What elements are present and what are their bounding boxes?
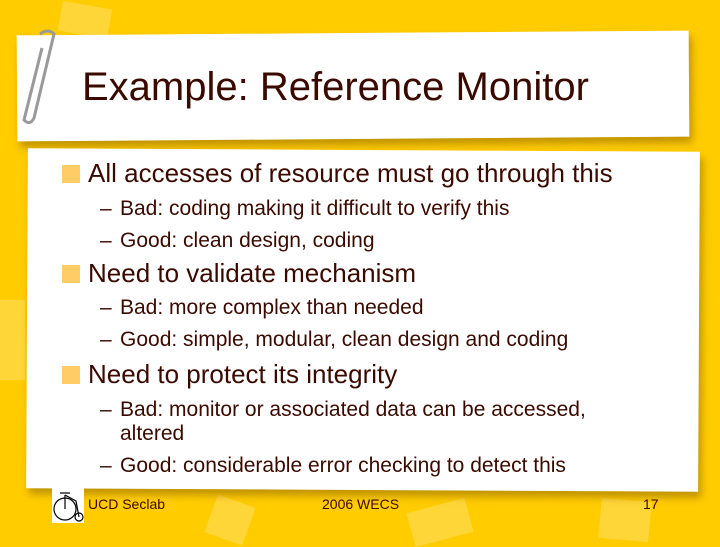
sub-bullet: –Bad: more complex than needed bbox=[100, 296, 424, 319]
bullet-text: All accesses of resource must go through… bbox=[88, 158, 613, 188]
bullet-square-icon bbox=[62, 265, 80, 283]
bullet-text: Need to validate mechanism bbox=[88, 258, 417, 288]
background-shape bbox=[0, 300, 25, 380]
paperclip-icon bbox=[22, 29, 56, 125]
page-number: 17 bbox=[643, 496, 659, 512]
sub-bullet-text: Good: simple, modular, clean design and … bbox=[120, 328, 569, 351]
bullet: Need to validate mechanism bbox=[62, 258, 416, 288]
penny-farthing-logo-icon bbox=[52, 487, 84, 523]
slide-title: Example: Reference Monitor bbox=[82, 65, 589, 109]
sub-bullet: –Good: clean design, coding bbox=[100, 229, 375, 252]
sub-bullet-text: Good: considerable error checking to det… bbox=[120, 454, 566, 477]
sub-bullet-text: Bad: coding making it difficult to verif… bbox=[120, 197, 510, 220]
bullet-text: Need to protect its integrity bbox=[88, 359, 398, 389]
bullet-square-icon bbox=[62, 165, 80, 183]
background-shape bbox=[57, 0, 113, 40]
bullet-square-icon bbox=[62, 366, 80, 384]
footer-left: UCD Seclab bbox=[88, 496, 166, 512]
background-shape bbox=[204, 494, 256, 546]
sub-bullet: –Bad: coding making it difficult to veri… bbox=[100, 197, 510, 220]
bullet: Need to protect its integrity bbox=[62, 359, 397, 389]
sub-bullet: –Good: simple, modular, clean design and… bbox=[100, 328, 569, 351]
bullet: All accesses of resource must go through… bbox=[62, 158, 613, 188]
sub-bullet: –Good: considerable error checking to de… bbox=[100, 454, 566, 477]
sub-bullet: –Bad: monitor or associated data can be … bbox=[100, 398, 586, 421]
sub-bullet-text: Good: clean design, coding bbox=[120, 229, 375, 252]
footer-center: 2006 WECS bbox=[322, 496, 400, 512]
sub-bullet-text: Bad: more complex than needed bbox=[120, 296, 424, 319]
sub-bullet-text: Bad: monitor or associated data can be a… bbox=[120, 398, 586, 421]
sub-bullet-continuation: altered bbox=[120, 422, 185, 445]
